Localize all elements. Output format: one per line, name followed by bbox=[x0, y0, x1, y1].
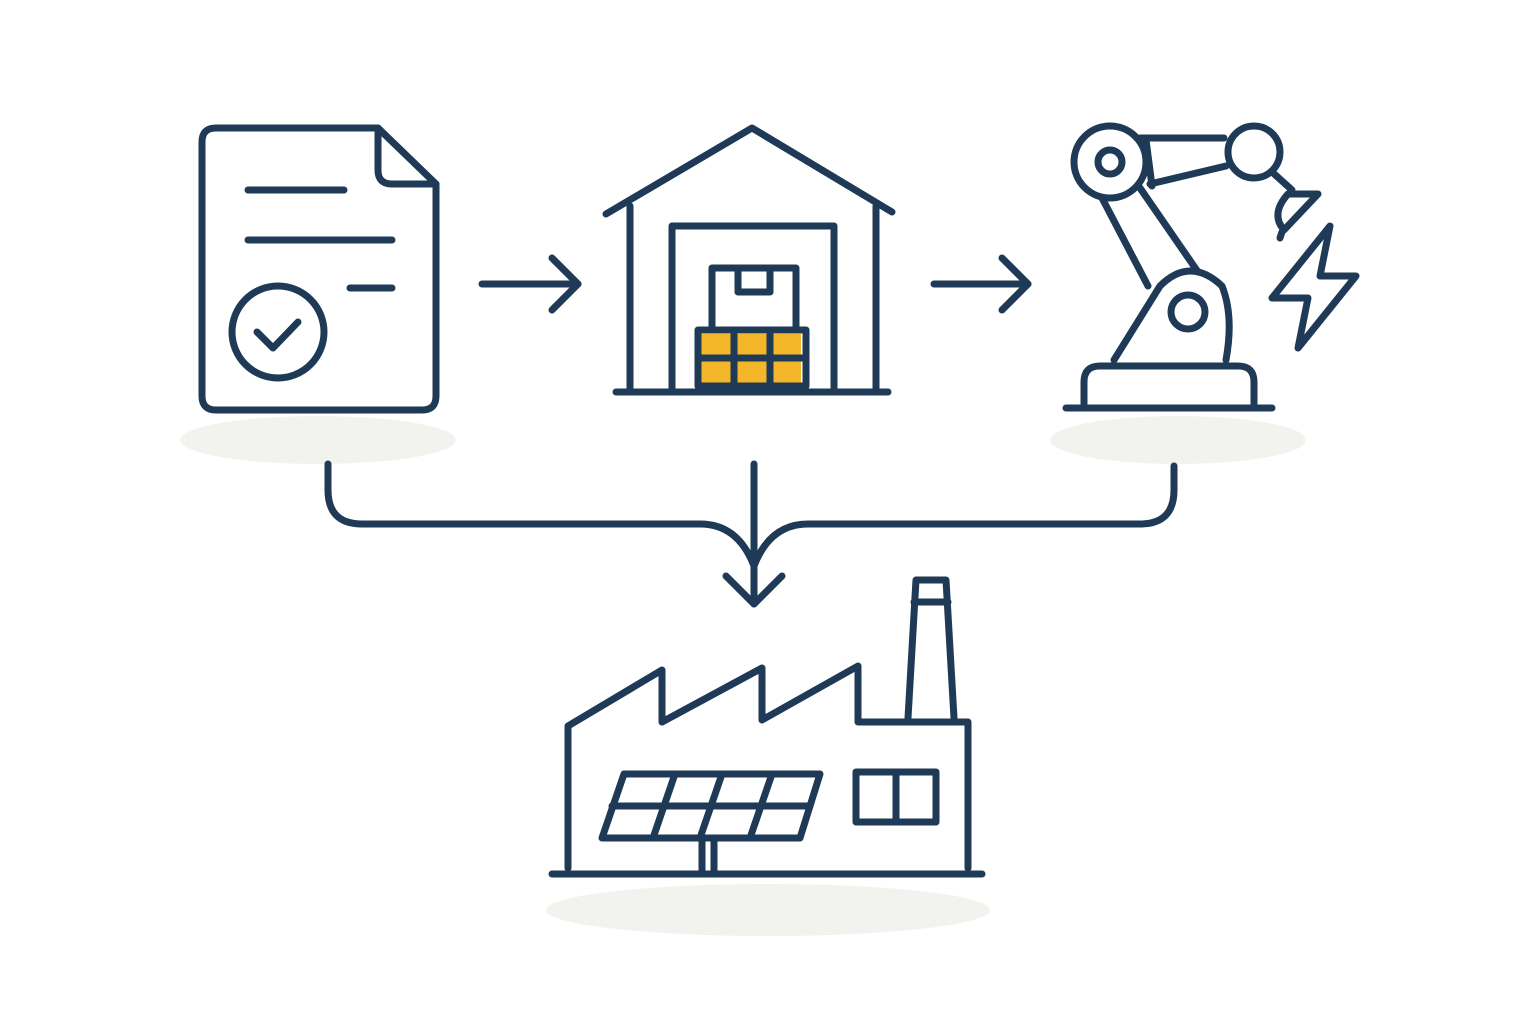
document-shadow bbox=[180, 416, 456, 464]
lightning-bolt-icon bbox=[1268, 222, 1360, 352]
approval-seal-icon bbox=[228, 282, 328, 382]
factory-shadow bbox=[546, 884, 990, 936]
arrow-document-to-warehouse bbox=[478, 254, 582, 314]
shoulder-joint bbox=[1070, 122, 1150, 202]
down-arrow-head bbox=[722, 572, 786, 608]
checkmark-icon bbox=[253, 318, 302, 352]
ground-shadows bbox=[180, 416, 1306, 936]
approved-document-icon bbox=[198, 124, 440, 414]
chimney bbox=[904, 576, 958, 722]
merge-connectors bbox=[324, 460, 1178, 608]
factory-building bbox=[564, 662, 972, 872]
robot-base bbox=[1080, 362, 1258, 408]
arrow-warehouse-to-robot bbox=[930, 254, 1032, 314]
warehouse-icon bbox=[602, 124, 896, 396]
elbow-joint bbox=[1224, 122, 1284, 182]
robotic-arm-icon bbox=[1062, 122, 1360, 412]
package-box bbox=[708, 264, 800, 334]
solar-factory-icon bbox=[548, 576, 986, 878]
solar-panel bbox=[598, 770, 824, 842]
robot-shadow bbox=[1050, 416, 1306, 464]
